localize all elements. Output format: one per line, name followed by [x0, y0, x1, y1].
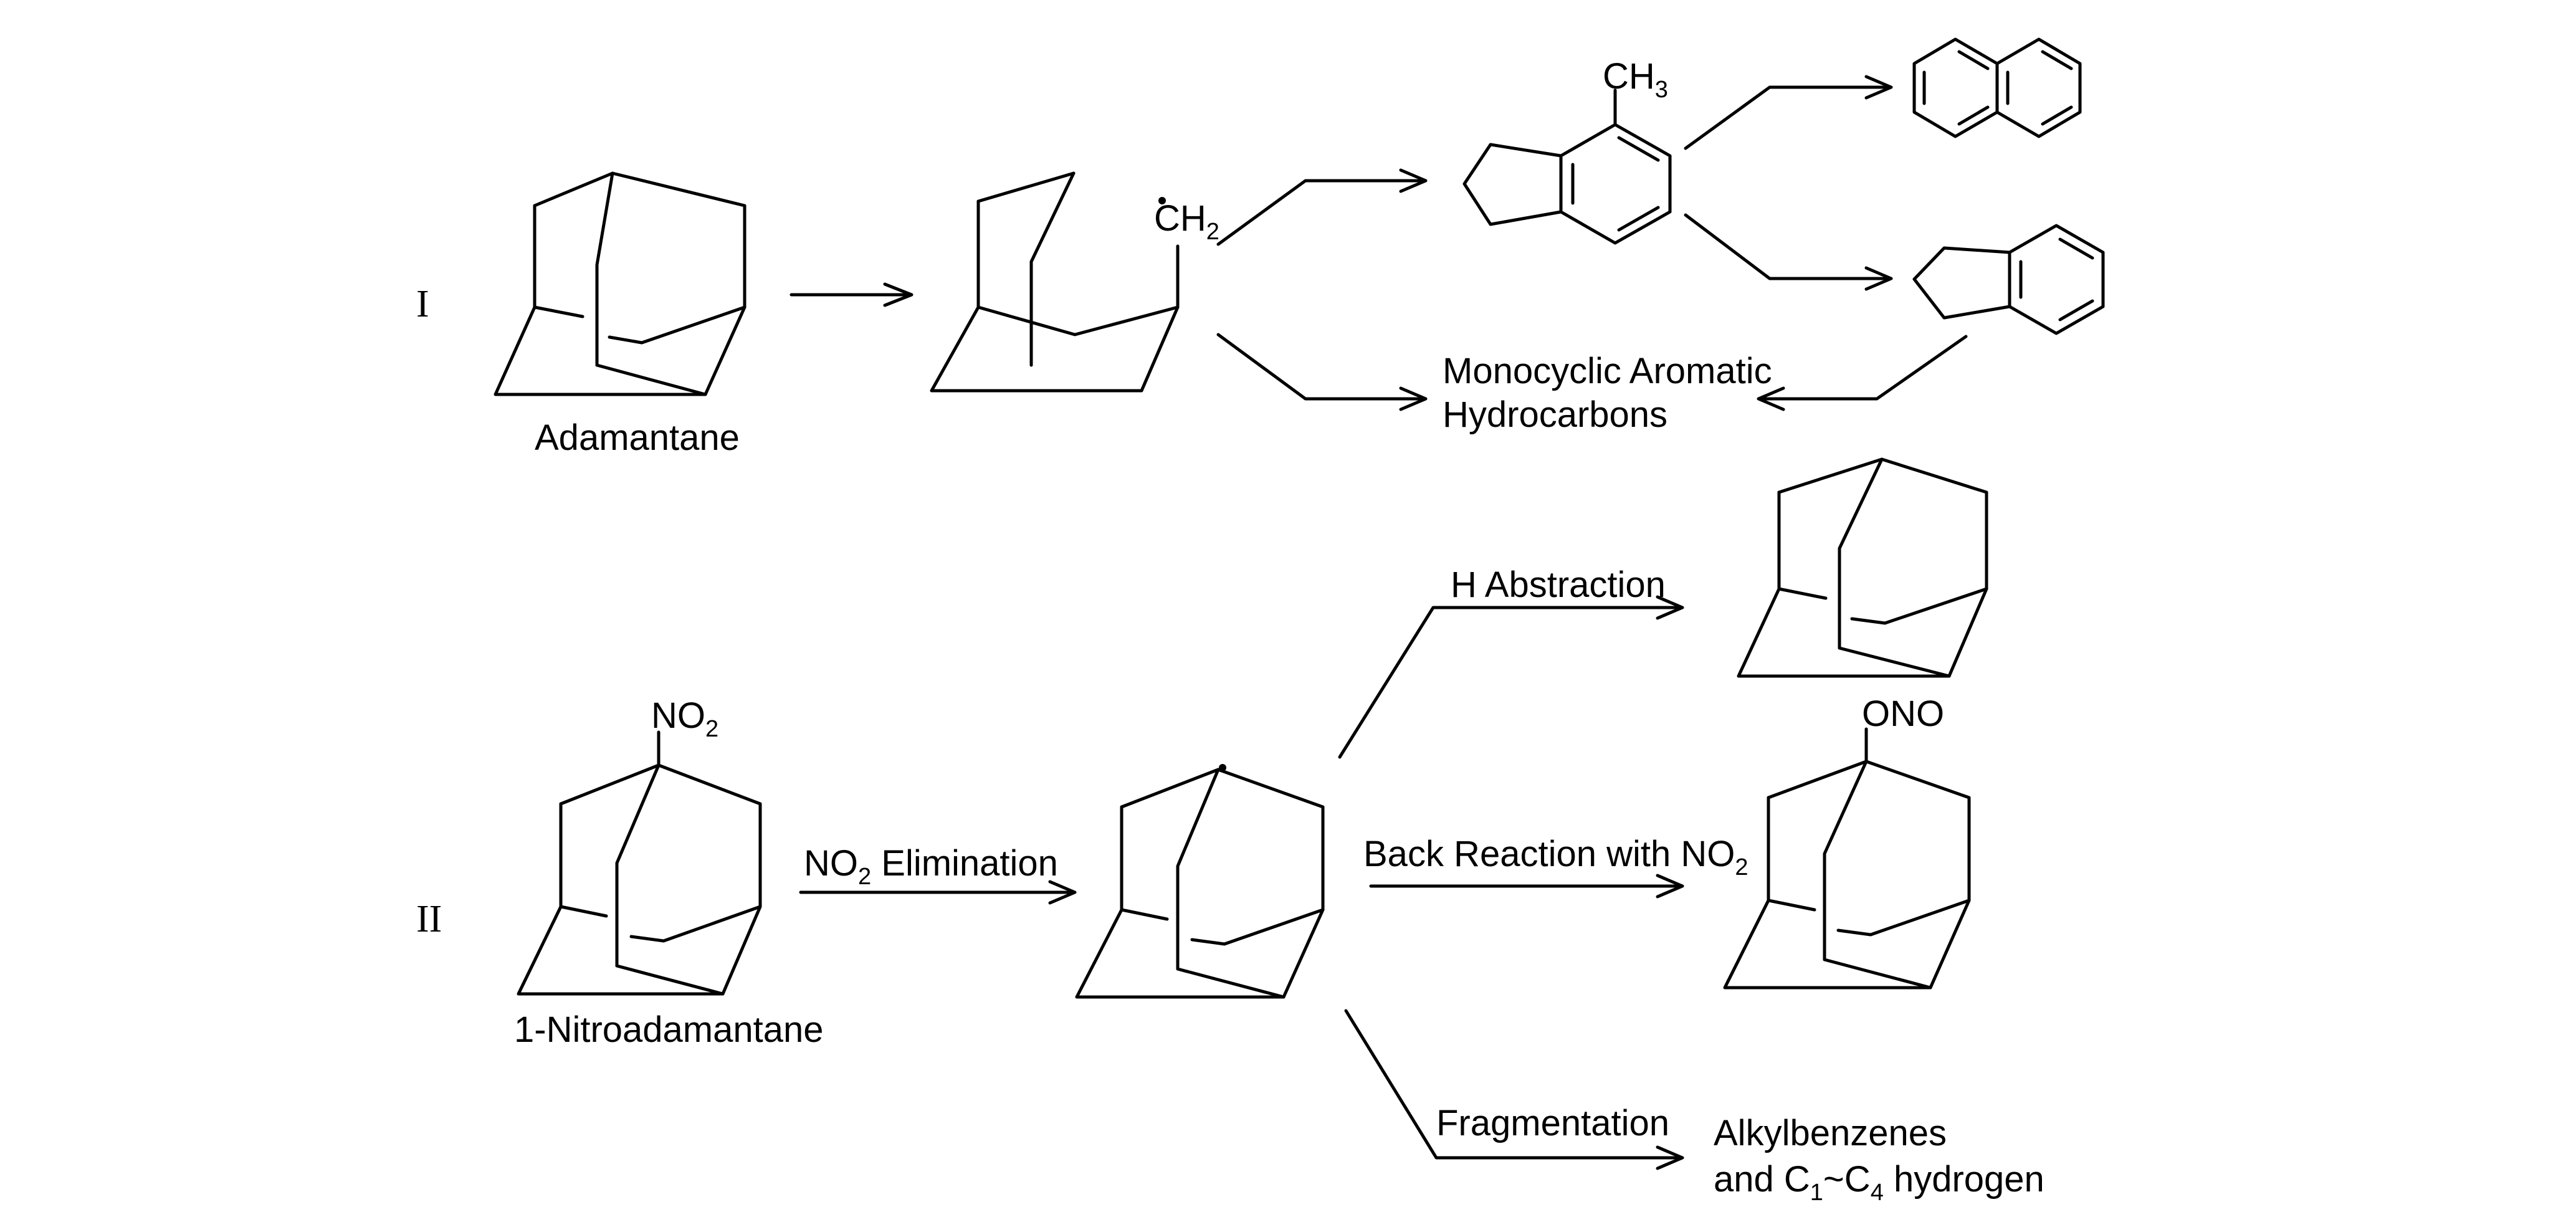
adamantane-label: Adamantane [535, 417, 740, 458]
arrow-fragmentation [1344, 1009, 1684, 1170]
arrow-radical-to-methylindane [1216, 168, 1428, 246]
naphthalene-structure [1912, 37, 2082, 138]
route-2-label: II [416, 898, 442, 940]
fragmentation-label: Fragmentation [1436, 1103, 1669, 1143]
arrow-indane-to-monocyclic [1757, 335, 1968, 411]
adamantane-product-structure [1737, 457, 1988, 678]
adamantyl-radical-dot [1219, 764, 1226, 771]
arrow-adamantane-to-radical [789, 282, 914, 307]
c1-c4-hydrogen-label: and C1~C4 hydrogen [1714, 1159, 2044, 1206]
ring-opened-radical-structure [930, 171, 1180, 393]
arrow-h-abstraction [1338, 595, 1684, 759]
alkylbenzenes-label: Alkylbenzenes [1714, 1113, 1947, 1153]
adamantyl-radical-structure [1075, 768, 1325, 999]
arrow-radical-to-monocyclic [1216, 333, 1428, 411]
arrow-to-naphthalene [1684, 75, 1893, 150]
adamantane-structure [494, 171, 747, 396]
nitroadamantane-structure [517, 730, 762, 996]
monocyclic-aromatic-label-line1: Monocyclic Aromatic [1443, 351, 1772, 391]
indane-structure [1912, 224, 2105, 335]
route-1-label: I [416, 283, 429, 325]
arrow-back-reaction [1369, 874, 1684, 899]
ch3-label: CH3 [1603, 56, 1668, 103]
radical-dot [1158, 197, 1166, 204]
adamantyl-nitrite-structure [1723, 727, 1971, 990]
arrow-elimination [799, 880, 1077, 905]
back-reaction-label: Back Reaction with NO2 [1363, 834, 1748, 880]
ch2-radical-label: CH2 [1154, 198, 1219, 245]
h-abstraction-label: H Abstraction [1451, 565, 1666, 605]
nitroadamantane-label: 1-Nitroadamantane [514, 1009, 824, 1050]
methylindane-structure [1462, 88, 1672, 245]
no2-label: NO2 [651, 695, 718, 742]
monocyclic-aromatic-label-line2: Hydrocarbons [1443, 394, 1667, 435]
no2-elimination-label: NO2 Elimination [804, 843, 1058, 890]
ono-label: ONO [1862, 694, 1944, 734]
arrow-to-indane [1684, 213, 1893, 291]
